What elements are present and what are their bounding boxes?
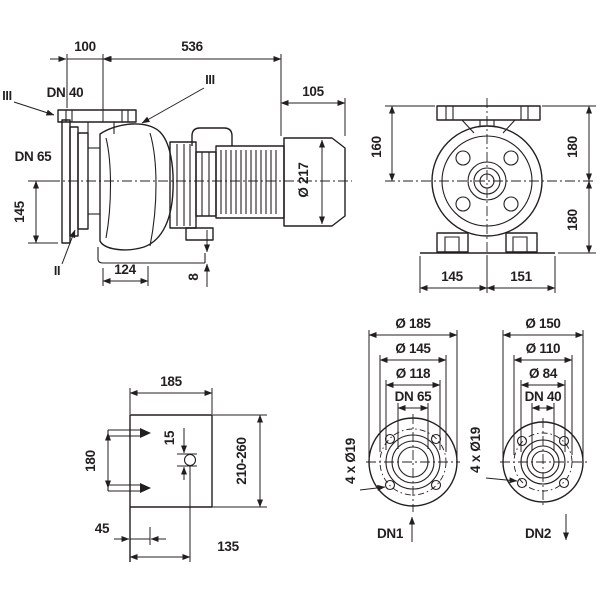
lifting-handle	[191, 127, 233, 146]
discharge-flange	[57, 109, 137, 123]
dim-124-label: 124	[114, 262, 136, 277]
volute-casing	[99, 123, 174, 251]
dim-180-plan-label: 180	[83, 450, 98, 472]
dim-180-top-label: 180	[565, 136, 580, 158]
fan-cover	[283, 137, 346, 227]
dim-dn65-label: DN 65	[395, 389, 433, 404]
flange-dn40-view: Ø 150 Ø 110 Ø 84 DN 40 4 x Ø19 DN2	[468, 316, 587, 541]
front-view: 160 180 180 145 151	[369, 98, 596, 293]
mounting-flange-plate	[436, 105, 541, 121]
marker-II-suction: II	[54, 264, 60, 278]
dim-d118-label: Ø 118	[396, 366, 431, 381]
marker-III-mid: III	[205, 73, 215, 87]
dim-15-label: 15	[162, 430, 177, 445]
bolt-hole	[384, 433, 396, 445]
dim-d217-label: Ø 217	[296, 162, 311, 197]
port-dn1-label: DN1	[377, 526, 404, 541]
bolt-hole	[384, 479, 396, 491]
bolt-circle	[513, 432, 573, 492]
dim-d185-label: Ø 185	[395, 316, 431, 331]
dim-145-foot-label: 145	[441, 269, 463, 284]
port-dn2-label: DN2	[525, 526, 551, 541]
base-frame-left	[129, 414, 212, 562]
bolt-hole	[430, 433, 442, 445]
dim-100-label: 100	[74, 39, 96, 54]
casing-front	[431, 125, 543, 237]
side-view-dimensions: 100 536 105 DN 40 DN 65 145 III III II 1…	[2, 39, 346, 287]
bolt-hole	[558, 477, 570, 489]
dim-151-foot-label: 151	[510, 269, 532, 284]
dim-105-label: 105	[302, 84, 324, 99]
bolt-circle	[379, 428, 447, 496]
side-view: 100 536 105 DN 40 DN 65 145 III III II 1…	[2, 39, 352, 287]
drain-pipe	[97, 247, 206, 264]
dim-145-label: 145	[12, 200, 27, 222]
dn40-label: DN 40	[47, 85, 84, 100]
dim-185-label: 185	[160, 374, 182, 389]
dim-d84-label: Ø 84	[529, 366, 558, 381]
dim-135-label: 135	[217, 539, 239, 554]
dim-536-label: 536	[181, 39, 203, 54]
bolt-hole	[503, 150, 519, 166]
drain-hole	[183, 453, 197, 467]
dim-160-label: 160	[369, 136, 384, 158]
front-view-dimensions: 160 180 180 145 151	[369, 105, 596, 293]
motor-support-foot	[185, 227, 214, 241]
bolt-hole	[558, 435, 570, 447]
suction-flange	[61, 119, 100, 244]
bolt-hole	[516, 477, 528, 489]
bolt-holes-note: 4 x Ø19	[468, 427, 483, 473]
bolt-hole	[455, 150, 471, 166]
dim-dn40-label: DN 40	[525, 389, 562, 404]
dim-d110-label: Ø 110	[526, 341, 561, 356]
flange-dn65-view: Ø 185 Ø 145 Ø 118 DN 65 4 x Ø19 DN1	[343, 316, 460, 542]
pump-feet	[420, 232, 555, 254]
anchor-bolt-bottom	[107, 483, 151, 493]
bolt-hole	[503, 196, 519, 212]
motor	[191, 127, 285, 219]
dim-d150-label: Ø 150	[525, 316, 560, 331]
bolt-hole	[516, 435, 528, 447]
dim-8-label: 8	[186, 273, 201, 281]
dim-210-260-label: 210-260	[234, 437, 249, 484]
flange-dn40-dimensions: Ø 150 Ø 110 Ø 84 DN 40 4 x Ø19 DN2	[468, 316, 584, 541]
dn65-label: DN 65	[15, 149, 53, 164]
bolt-holes-note: 4 x Ø19	[343, 438, 358, 484]
foundation-dimensions: 185 180 15 210-260 45 135	[83, 374, 264, 561]
dim-d145-label: Ø 145	[395, 341, 431, 356]
dim-45-label: 45	[95, 521, 110, 536]
marker-III-left: III	[2, 89, 12, 103]
lantern-bracket	[169, 141, 217, 241]
flange-dn65-dimensions: Ø 185 Ø 145 Ø 118 DN 65 4 x Ø19 DN1	[343, 316, 458, 542]
bolt-hole	[430, 479, 442, 491]
foundation-view: 185 180 15 210-260 45 135	[83, 374, 267, 562]
dim-180-bottom-label: 180	[565, 209, 580, 231]
bolt-hole	[455, 196, 471, 212]
